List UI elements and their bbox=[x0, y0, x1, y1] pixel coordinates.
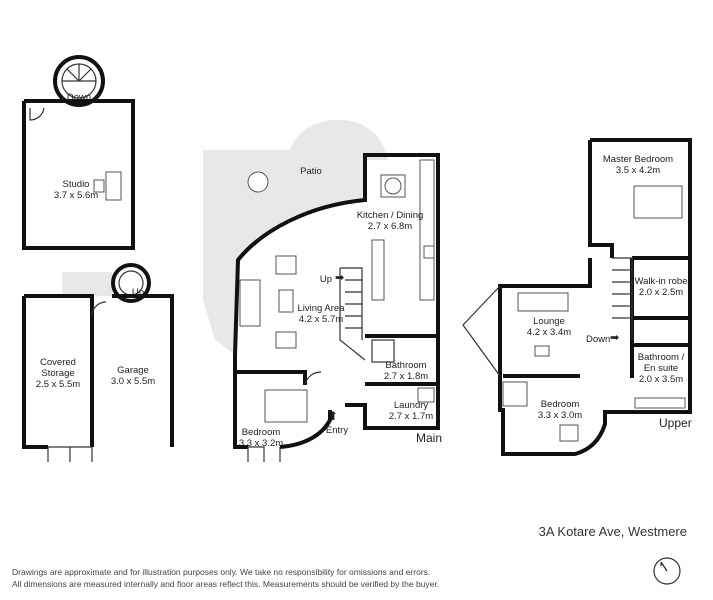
lounge-name: Lounge bbox=[533, 316, 565, 327]
kitchen-dining-label: Kitchen / Dining 2.7 x 6.8m bbox=[352, 210, 428, 232]
entry-arrow-icon: ⬆ bbox=[328, 409, 339, 423]
bedroom-main-label: Bedroom 3.3 x 3.2m bbox=[236, 427, 286, 449]
master-bedroom-name: Master Bedroom bbox=[602, 154, 674, 165]
compass-icon bbox=[653, 557, 681, 585]
laundry-label: Laundry 2.7 x 1.7m bbox=[382, 400, 440, 422]
main-level bbox=[233, 153, 440, 462]
kitchen-dining-size: 2.7 x 6.8m bbox=[367, 221, 413, 232]
bathroom-ensuite-name-1: Bathroom / bbox=[637, 352, 685, 363]
covered-storage-name-2: Storage bbox=[41, 368, 75, 379]
bedroom-upper-name: Bedroom bbox=[540, 399, 580, 410]
upper-stair-arrow-icon: ➡ bbox=[610, 332, 620, 344]
disclaimer-line-2: All dimensions are measured internally a… bbox=[12, 579, 440, 589]
bedroom-upper-label: Bedroom 3.3 x 3.0m bbox=[530, 399, 590, 421]
upper-stair-label: Down bbox=[586, 334, 611, 345]
walk-in-robe-name: Walk-in robe bbox=[634, 276, 688, 287]
laundry-size: 2.7 x 1.7m bbox=[388, 411, 434, 422]
lounge-label: Lounge 4.2 x 3.4m bbox=[520, 316, 578, 338]
bathroom-ensuite-name-2: En suite bbox=[643, 363, 679, 374]
walk-in-robe-label: Walk-in robe 2.0 x 2.5m bbox=[632, 276, 690, 298]
walk-in-robe-size: 2.0 x 2.5m bbox=[638, 287, 684, 298]
living-area-label: Living Area 4.2 x 5.7m bbox=[286, 303, 356, 325]
living-area-name: Living Area bbox=[297, 303, 345, 314]
studio-size: 3.7 x 5.6m bbox=[53, 190, 99, 201]
bathroom-main-name: Bathroom bbox=[385, 360, 427, 371]
stair-arrow-icon: ➡ bbox=[335, 272, 345, 284]
garage-building bbox=[22, 263, 174, 462]
kitchen-dining-name: Kitchen / Dining bbox=[356, 210, 424, 221]
garage-size: 3.0 x 5.5m bbox=[110, 376, 156, 387]
master-bedroom-size: 3.5 x 4.2m bbox=[615, 165, 661, 176]
garage-stair-label: Up bbox=[131, 287, 145, 298]
covered-storage-name-1: Covered bbox=[40, 357, 76, 368]
bathroom-ensuite-label: Bathroom / En suite 2.0 x 3.5m bbox=[632, 352, 690, 385]
main-stair-label: Up bbox=[319, 274, 333, 285]
lounge-size: 4.2 x 3.4m bbox=[526, 327, 572, 338]
spiral-stair-garage bbox=[111, 263, 151, 303]
covered-storage-size: 2.5 x 5.5m bbox=[35, 379, 81, 390]
living-area-size: 4.2 x 5.7m bbox=[298, 314, 344, 325]
bathroom-main-size: 2.7 x 1.8m bbox=[383, 371, 429, 382]
property-address: 3A Kotare Ave, Westmere bbox=[538, 524, 687, 539]
studio-building bbox=[22, 55, 135, 250]
studio-name: Studio bbox=[62, 179, 90, 190]
entry-label: Entry bbox=[325, 425, 349, 436]
master-bedroom-label: Master Bedroom 3.5 x 4.2m bbox=[600, 154, 676, 176]
main-level-label: Main bbox=[416, 431, 443, 445]
upper-level bbox=[462, 138, 692, 456]
bedroom-main-name: Bedroom bbox=[241, 427, 281, 438]
disclaimer-line-1: Drawings are approximate and for illustr… bbox=[12, 567, 431, 577]
upper-level-label: Upper bbox=[659, 416, 692, 430]
bathroom-main-label: Bathroom 2.7 x 1.8m bbox=[378, 360, 434, 382]
garage-name: Garage bbox=[117, 365, 149, 376]
bedroom-upper-size: 3.3 x 3.0m bbox=[537, 410, 583, 421]
studio-stair-label: Down bbox=[66, 92, 92, 103]
covered-storage-label: Covered Storage 2.5 x 5.5m bbox=[28, 357, 88, 390]
garage-label: Garage 3.0 x 5.5m bbox=[100, 365, 166, 387]
studio-label: Studio 3.7 x 5.6m bbox=[40, 179, 112, 201]
bathroom-ensuite-size: 2.0 x 3.5m bbox=[638, 374, 684, 385]
patio-label: Patio bbox=[300, 166, 322, 177]
laundry-name: Laundry bbox=[393, 400, 429, 411]
bedroom-main-size: 3.3 x 3.2m bbox=[238, 438, 284, 449]
spiral-stair-studio bbox=[53, 55, 105, 107]
